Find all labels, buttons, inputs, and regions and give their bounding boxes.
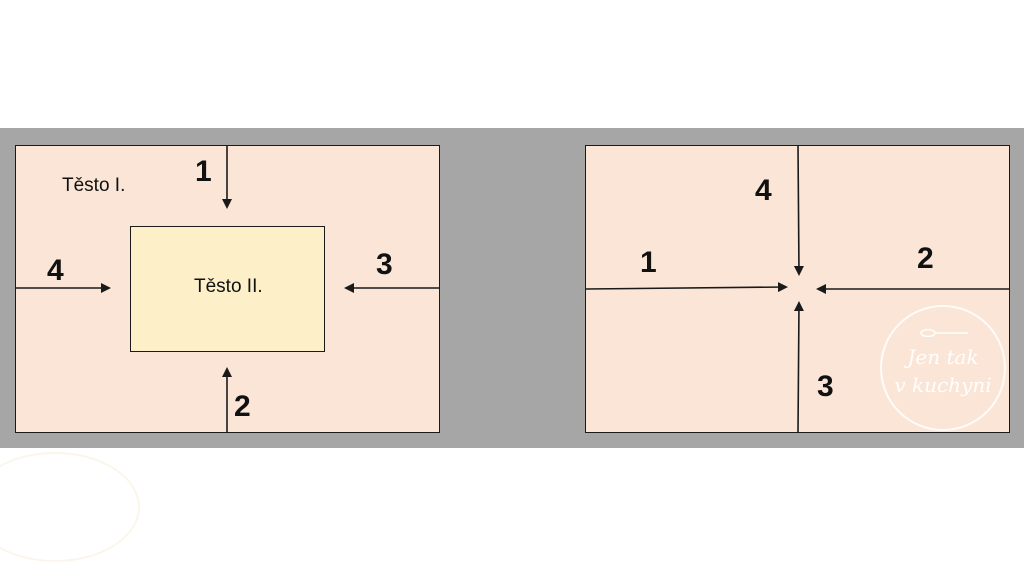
left-step-1-label: 1 bbox=[195, 155, 212, 188]
watermark-line-2: v kuchyni bbox=[894, 373, 992, 397]
right-step-4-label: 4 bbox=[755, 174, 772, 207]
inner-dough-rectangle bbox=[130, 226, 325, 352]
watermark-logo: Jen tak v kuchyni bbox=[880, 305, 1006, 431]
spoon-icon bbox=[920, 329, 968, 337]
right-step-1-label: 1 bbox=[640, 246, 657, 279]
outer-dough-label: Těsto I. bbox=[62, 175, 126, 196]
inner-dough-label: Těsto II. bbox=[194, 276, 263, 297]
right-step-3-label: 3 bbox=[817, 370, 834, 403]
left-step-2-label: 2 bbox=[234, 390, 251, 423]
left-step-4-label: 4 bbox=[47, 254, 64, 287]
watermark-line-1: Jen tak bbox=[907, 345, 979, 369]
faint-watermark-logo bbox=[0, 452, 140, 562]
right-step-2-label: 2 bbox=[917, 242, 934, 275]
left-step-3-label: 3 bbox=[376, 248, 393, 281]
